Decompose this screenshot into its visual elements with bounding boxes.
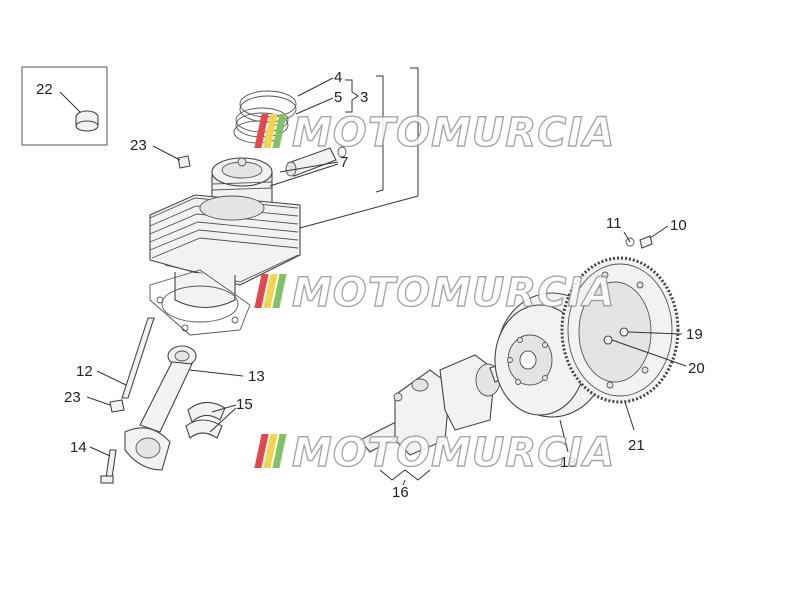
connecting-rod xyxy=(124,345,197,471)
callout-18: 18 xyxy=(560,454,577,471)
callout-16: 16 xyxy=(392,484,409,501)
washer-11 xyxy=(625,237,635,247)
watermark-stripe-green xyxy=(272,114,287,148)
watermark-stripe-green xyxy=(272,274,287,308)
callout-20: 20 xyxy=(688,360,705,377)
callout-22: 22 xyxy=(36,81,53,98)
base-gasket xyxy=(149,269,251,336)
watermark-stripe-green xyxy=(272,434,287,468)
part-22-cap xyxy=(75,110,99,132)
callout-4: 4 xyxy=(334,69,342,86)
callout-13: 13 xyxy=(248,368,265,385)
leader-lines xyxy=(86,67,687,486)
watermark-stripe-yellow xyxy=(263,114,278,148)
watermark-text: MOTOMURCIA xyxy=(292,110,615,156)
bearing-shells xyxy=(185,401,226,439)
watermark-text: MOTOMURCIA xyxy=(292,270,615,316)
screw-20 xyxy=(603,335,613,345)
callout-5: 5 xyxy=(334,89,342,106)
cylinder xyxy=(149,194,301,308)
watermark-2: MOTOMURCIA xyxy=(254,269,615,317)
watermark-stripe-red xyxy=(254,114,269,148)
screw-10 xyxy=(639,235,653,249)
watermark-stripe-red xyxy=(254,274,269,308)
callout-15: 15 xyxy=(236,396,253,413)
stud xyxy=(121,317,155,399)
watermark-text: MOTOMURCIA xyxy=(292,430,615,476)
nut-upper xyxy=(177,155,191,169)
watermark-stripe-red xyxy=(254,434,269,468)
callout-23-lower: 23 xyxy=(64,389,81,406)
leader-22 xyxy=(59,91,81,113)
nut-lower xyxy=(109,399,125,413)
callout-12: 12 xyxy=(76,363,93,380)
watermark-3: MOTOMURCIA xyxy=(254,429,615,477)
watermark-stripe-yellow xyxy=(263,274,278,308)
callout-11: 11 xyxy=(606,215,622,232)
callout-7: 7 xyxy=(340,154,348,171)
callout-23-upper: 23 xyxy=(130,137,147,154)
callout-14: 14 xyxy=(70,439,87,456)
bolt xyxy=(100,449,117,484)
inset-box xyxy=(21,66,108,146)
watermark-stripe-yellow xyxy=(263,434,278,468)
callout-19: 19 xyxy=(686,326,703,343)
callout-21: 21 xyxy=(628,437,645,454)
callout-10: 10 xyxy=(670,217,687,234)
screw-19 xyxy=(619,327,629,337)
watermark-1: MOTOMURCIA xyxy=(254,109,615,157)
callout-3: 3 xyxy=(360,89,368,106)
